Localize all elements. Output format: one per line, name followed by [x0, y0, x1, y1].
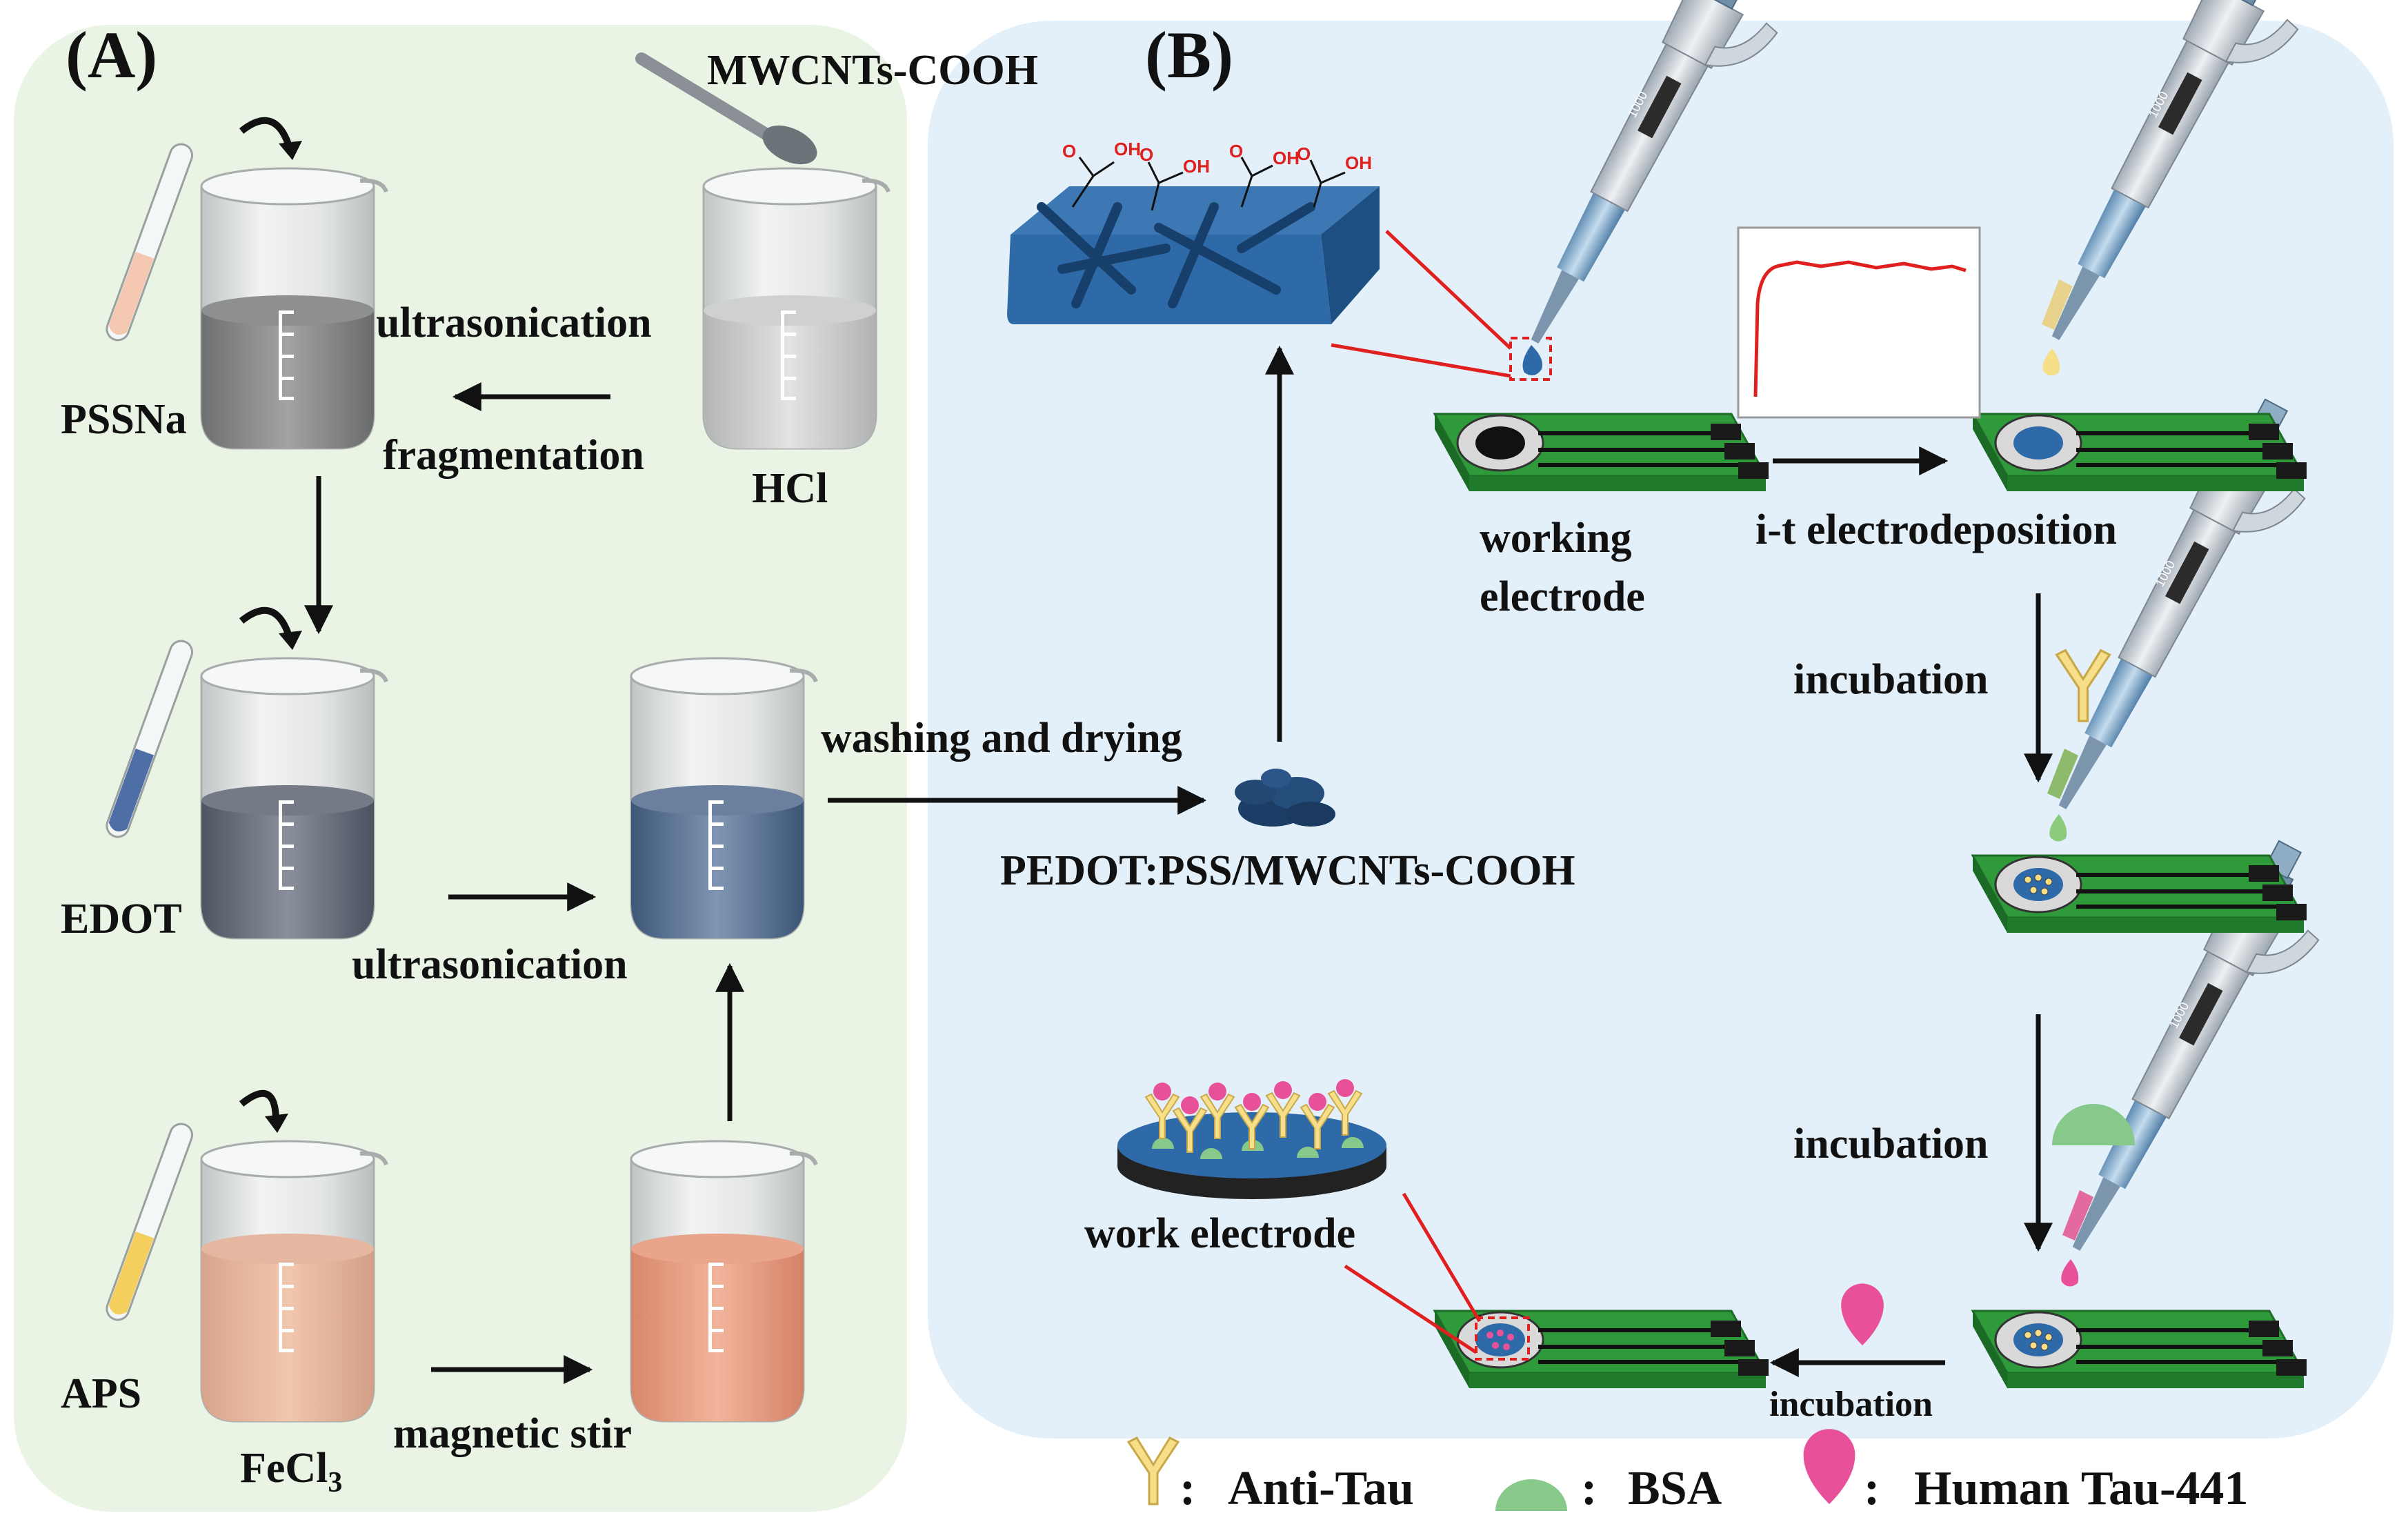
working-electrode-label-2: electrode [1480, 573, 1645, 620]
drop-pink [2061, 1259, 2079, 1287]
tip-pink [2062, 1190, 2093, 1241]
tube-edot [106, 640, 194, 838]
pour-arrow-icon [239, 606, 302, 650]
beaker-stir [631, 1141, 816, 1421]
ultrasonication-top-label: ultrasonication [376, 299, 652, 346]
incubation-2-label: incubation [1793, 1120, 1989, 1167]
incubation-3-label: incubation [1769, 1385, 1933, 1424]
legend-sep-3: : [1864, 1462, 1880, 1515]
legend-bsa-icon [1495, 1479, 1567, 1511]
tube-pssna [106, 143, 194, 342]
beaker-mix [631, 658, 816, 938]
product-label: PEDOT:PSS/MWCNTs-COOH [1000, 847, 1575, 894]
svg-text:OH: OH [1114, 139, 1141, 159]
drop-pedot [1522, 345, 1542, 375]
svg-text:OH: OH [1345, 152, 1372, 173]
cooh-groups [1071, 157, 1346, 211]
edot-label: EDOT [61, 896, 182, 942]
fragmentation-label: fragmentation [383, 432, 644, 479]
pour-arrow-icon [239, 117, 302, 160]
electrode-deposited [1973, 414, 2307, 491]
drop-green [2049, 814, 2067, 842]
drop-yellow [2042, 348, 2060, 376]
svg-text:O: O [1140, 144, 1153, 165]
ultrasonication-mid-label: ultrasonication [352, 941, 628, 988]
tip-green [2047, 749, 2078, 799]
it-electrodeposition-label: i-t electrodeposition [1755, 506, 2117, 553]
magnetic-stir-label: magnetic stir [393, 1410, 632, 1457]
legend: : Anti-Tau : BSA : Human Tau-441 [1127, 1429, 2248, 1515]
aps-label: APS [61, 1370, 141, 1417]
beaker-pssna [201, 168, 386, 448]
electrode-bsa [1973, 1311, 2307, 1388]
legend-bsa: BSA [1628, 1462, 1722, 1515]
pssna-label: PSSNa [61, 396, 187, 443]
legend-anti-tau: Anti-Tau [1228, 1462, 1414, 1515]
svg-text:OH: OH [1183, 156, 1210, 177]
incubation-1-label: incubation [1793, 656, 1989, 703]
electrode-antibody [1973, 856, 2307, 933]
washing-label: washing and drying [821, 715, 1182, 762]
legend-tau-icon [1803, 1429, 1855, 1504]
electrode-working [1435, 414, 1769, 491]
svg-text:O: O [1229, 141, 1243, 161]
pour-arrow-icon [239, 1089, 288, 1133]
panel-b-background [928, 21, 2394, 1439]
pedot-powder-icon [1235, 769, 1335, 827]
svg-text:OH: OH [1273, 148, 1300, 168]
hcl-label: HCl [752, 465, 828, 512]
svg-text:O: O [1297, 144, 1311, 164]
panel-b-label: (B) [1145, 18, 1233, 92]
legend-sep-1: : [1180, 1462, 1195, 1515]
svg-text:O: O [1062, 141, 1076, 161]
zoom-lines-top [1331, 230, 1512, 378]
zoom-box-top [1509, 337, 1552, 381]
work-electrode-disc [1117, 1079, 1386, 1199]
pedot-block-icon [1007, 186, 1380, 324]
zoom-box-bottom [1475, 1316, 1530, 1361]
working-electrode-label-1: working [1480, 515, 1631, 562]
panel-a-label: (A) [66, 18, 157, 92]
it-curve-inset [1737, 226, 1981, 419]
zoom-lines-bottom [1344, 1192, 1482, 1354]
legend-antibody-icon [1127, 1436, 1180, 1505]
legend-tau441: Human Tau-441 [1914, 1462, 2248, 1515]
tip-yellow [2042, 279, 2073, 330]
beaker-fecl3 [201, 1141, 386, 1421]
beaker-edot [201, 658, 386, 938]
electrode-final [1435, 1311, 1769, 1388]
mwcnts-label: MWCNTs-COOH [707, 47, 1038, 94]
beaker-hcl [704, 168, 888, 448]
work-electrode-label: work electrode [1084, 1210, 1355, 1257]
fecl3-label: FeCl3 [240, 1445, 342, 1499]
legend-sep-2: : [1581, 1462, 1597, 1515]
bsa-icon [2052, 1104, 2135, 1145]
tube-aps [106, 1123, 194, 1321]
